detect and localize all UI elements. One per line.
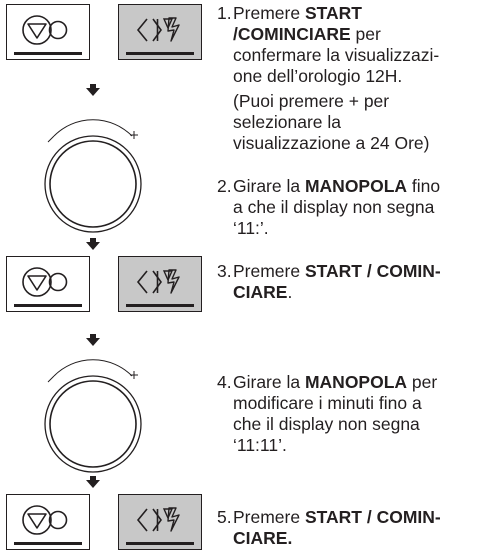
step-number: 5. <box>217 507 232 527</box>
button-underline <box>126 304 194 307</box>
step-text: per <box>350 24 381 44</box>
step-number: 4. <box>217 372 232 392</box>
down-arrow-icon <box>86 238 100 250</box>
step-text: fino <box>407 176 441 196</box>
step-text: Premere <box>233 261 305 281</box>
start-button[interactable] <box>118 256 202 312</box>
step-5: 5. Premere START / COMIN- CIARE. <box>217 507 501 549</box>
step-keyword: START / COMIN- <box>304 261 441 281</box>
step-note: (Puoi premere + per selezionare la visua… <box>217 91 501 154</box>
step-text: ‘11:11’. <box>233 435 287 455</box>
step-text: Premere <box>233 3 305 23</box>
button-underline <box>126 542 194 545</box>
rotary-knob-icon[interactable] <box>30 354 156 480</box>
step-text: modificare i minuti fino a <box>233 393 422 413</box>
step-text: Premere <box>233 507 305 527</box>
step-number: 3. <box>217 261 232 281</box>
step-keyword: CIARE <box>233 282 288 302</box>
step-2: 2. Girare la MANOPOLA fino a che il disp… <box>217 176 501 239</box>
down-arrow-icon <box>86 334 100 346</box>
step-text: one dell’orologio 12H. <box>233 66 403 86</box>
button-underline <box>126 52 194 55</box>
step-keyword: MANOPOLA <box>304 372 408 392</box>
step-3: 3. Premere START / COMIN- CIARE. <box>217 261 501 303</box>
note-text: selezionare la <box>233 112 341 132</box>
stop-button[interactable] <box>6 494 90 550</box>
step-keyword: START <box>304 3 362 23</box>
start-button[interactable] <box>118 4 202 60</box>
note-text: (Puoi premere + per <box>233 91 390 111</box>
step-number: 1. <box>217 3 232 23</box>
step-keyword: /COMINCIARE <box>233 24 351 44</box>
down-arrow-icon <box>86 84 100 96</box>
stop-button[interactable] <box>6 256 90 312</box>
step-text: confermare la visualizzazi- <box>233 45 440 65</box>
step-keyword: CIARE. <box>233 528 293 548</box>
step-keyword: MANOPOLA <box>304 176 408 196</box>
rotary-knob-icon[interactable] <box>30 114 156 240</box>
step-number: 2. <box>217 176 232 196</box>
step-text: a che il display non segna <box>233 197 435 217</box>
button-underline <box>14 542 82 545</box>
step-keyword: START / COMIN- <box>304 507 441 527</box>
step-text: per <box>407 372 438 392</box>
step-1: 1. Premere START /COMINCIARE per conferm… <box>217 3 501 87</box>
stop-button[interactable] <box>6 4 90 60</box>
down-arrow-icon <box>86 476 100 488</box>
start-button[interactable] <box>118 494 202 550</box>
step-4: 4. Girare la MANOPOLA per modificare i m… <box>217 372 501 456</box>
button-underline <box>14 52 82 55</box>
step-text: ‘11:’. <box>233 218 269 238</box>
step-text: Girare la <box>233 372 305 392</box>
step-text: Girare la <box>233 176 305 196</box>
note-text: visualizzazione a 24 Ore) <box>233 133 430 153</box>
step-text: che il display non segna <box>233 414 420 434</box>
button-underline <box>14 304 82 307</box>
step-text: . <box>287 282 293 302</box>
